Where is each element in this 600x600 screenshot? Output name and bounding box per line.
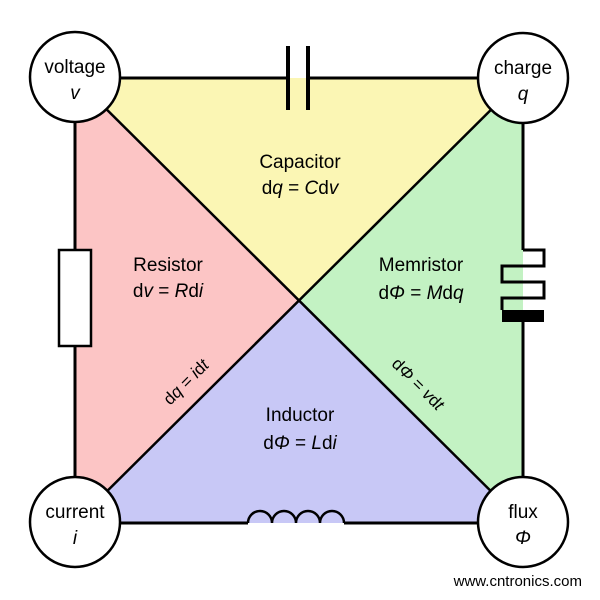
- resistor-region: [75, 78, 299, 523]
- current-node-circle: [28, 475, 122, 569]
- current-node: current i: [28, 475, 122, 569]
- flux-node-symbol: Φ: [515, 528, 531, 549]
- diagonal-charge-current: [74, 77, 524, 524]
- inductor-region: [75, 300, 523, 523]
- current-node-symbol: i: [73, 528, 78, 549]
- resistor-symbol: [57, 248, 93, 348]
- charge-node: charge q: [476, 31, 570, 125]
- capacitor-region: [75, 78, 523, 300]
- charge-node-circle: [476, 31, 570, 125]
- flux-node-name: flux: [508, 502, 538, 523]
- charge-node-name: charge: [494, 58, 552, 79]
- voltage-node-name: voltage: [44, 57, 105, 78]
- voltage-node-symbol: v: [70, 83, 81, 104]
- watermark: www.cntronics.com: [453, 573, 582, 590]
- capacitor-equation: dq = Cdv: [262, 178, 340, 199]
- memristor-thick-bar: [502, 310, 544, 322]
- flux-node: flux Φ: [476, 475, 570, 569]
- capacitor-label: Capacitor: [259, 152, 341, 173]
- capacitor-symbol: [286, 46, 310, 110]
- inductor-label: Inductor: [266, 405, 335, 426]
- current-node-name: current: [45, 502, 105, 523]
- inductor-equation: dΦ = Ldi: [263, 433, 337, 454]
- voltage-node: voltage v: [28, 30, 122, 124]
- charge-node-symbol: q: [518, 84, 529, 105]
- memristor-equation: dΦ = Mdq: [378, 283, 464, 304]
- inductor-coil-symbol: [246, 509, 346, 524]
- resistor-label: Resistor: [133, 255, 203, 276]
- voltage-node-circle: [28, 30, 122, 124]
- resistor-equation: dv = Rdi: [133, 281, 204, 302]
- memristor-label: Memristor: [379, 255, 464, 276]
- memristor-region: [299, 78, 523, 523]
- memristor-symbol: [500, 248, 546, 322]
- flux-node-circle: [476, 475, 570, 569]
- memristor-meander: [500, 248, 546, 310]
